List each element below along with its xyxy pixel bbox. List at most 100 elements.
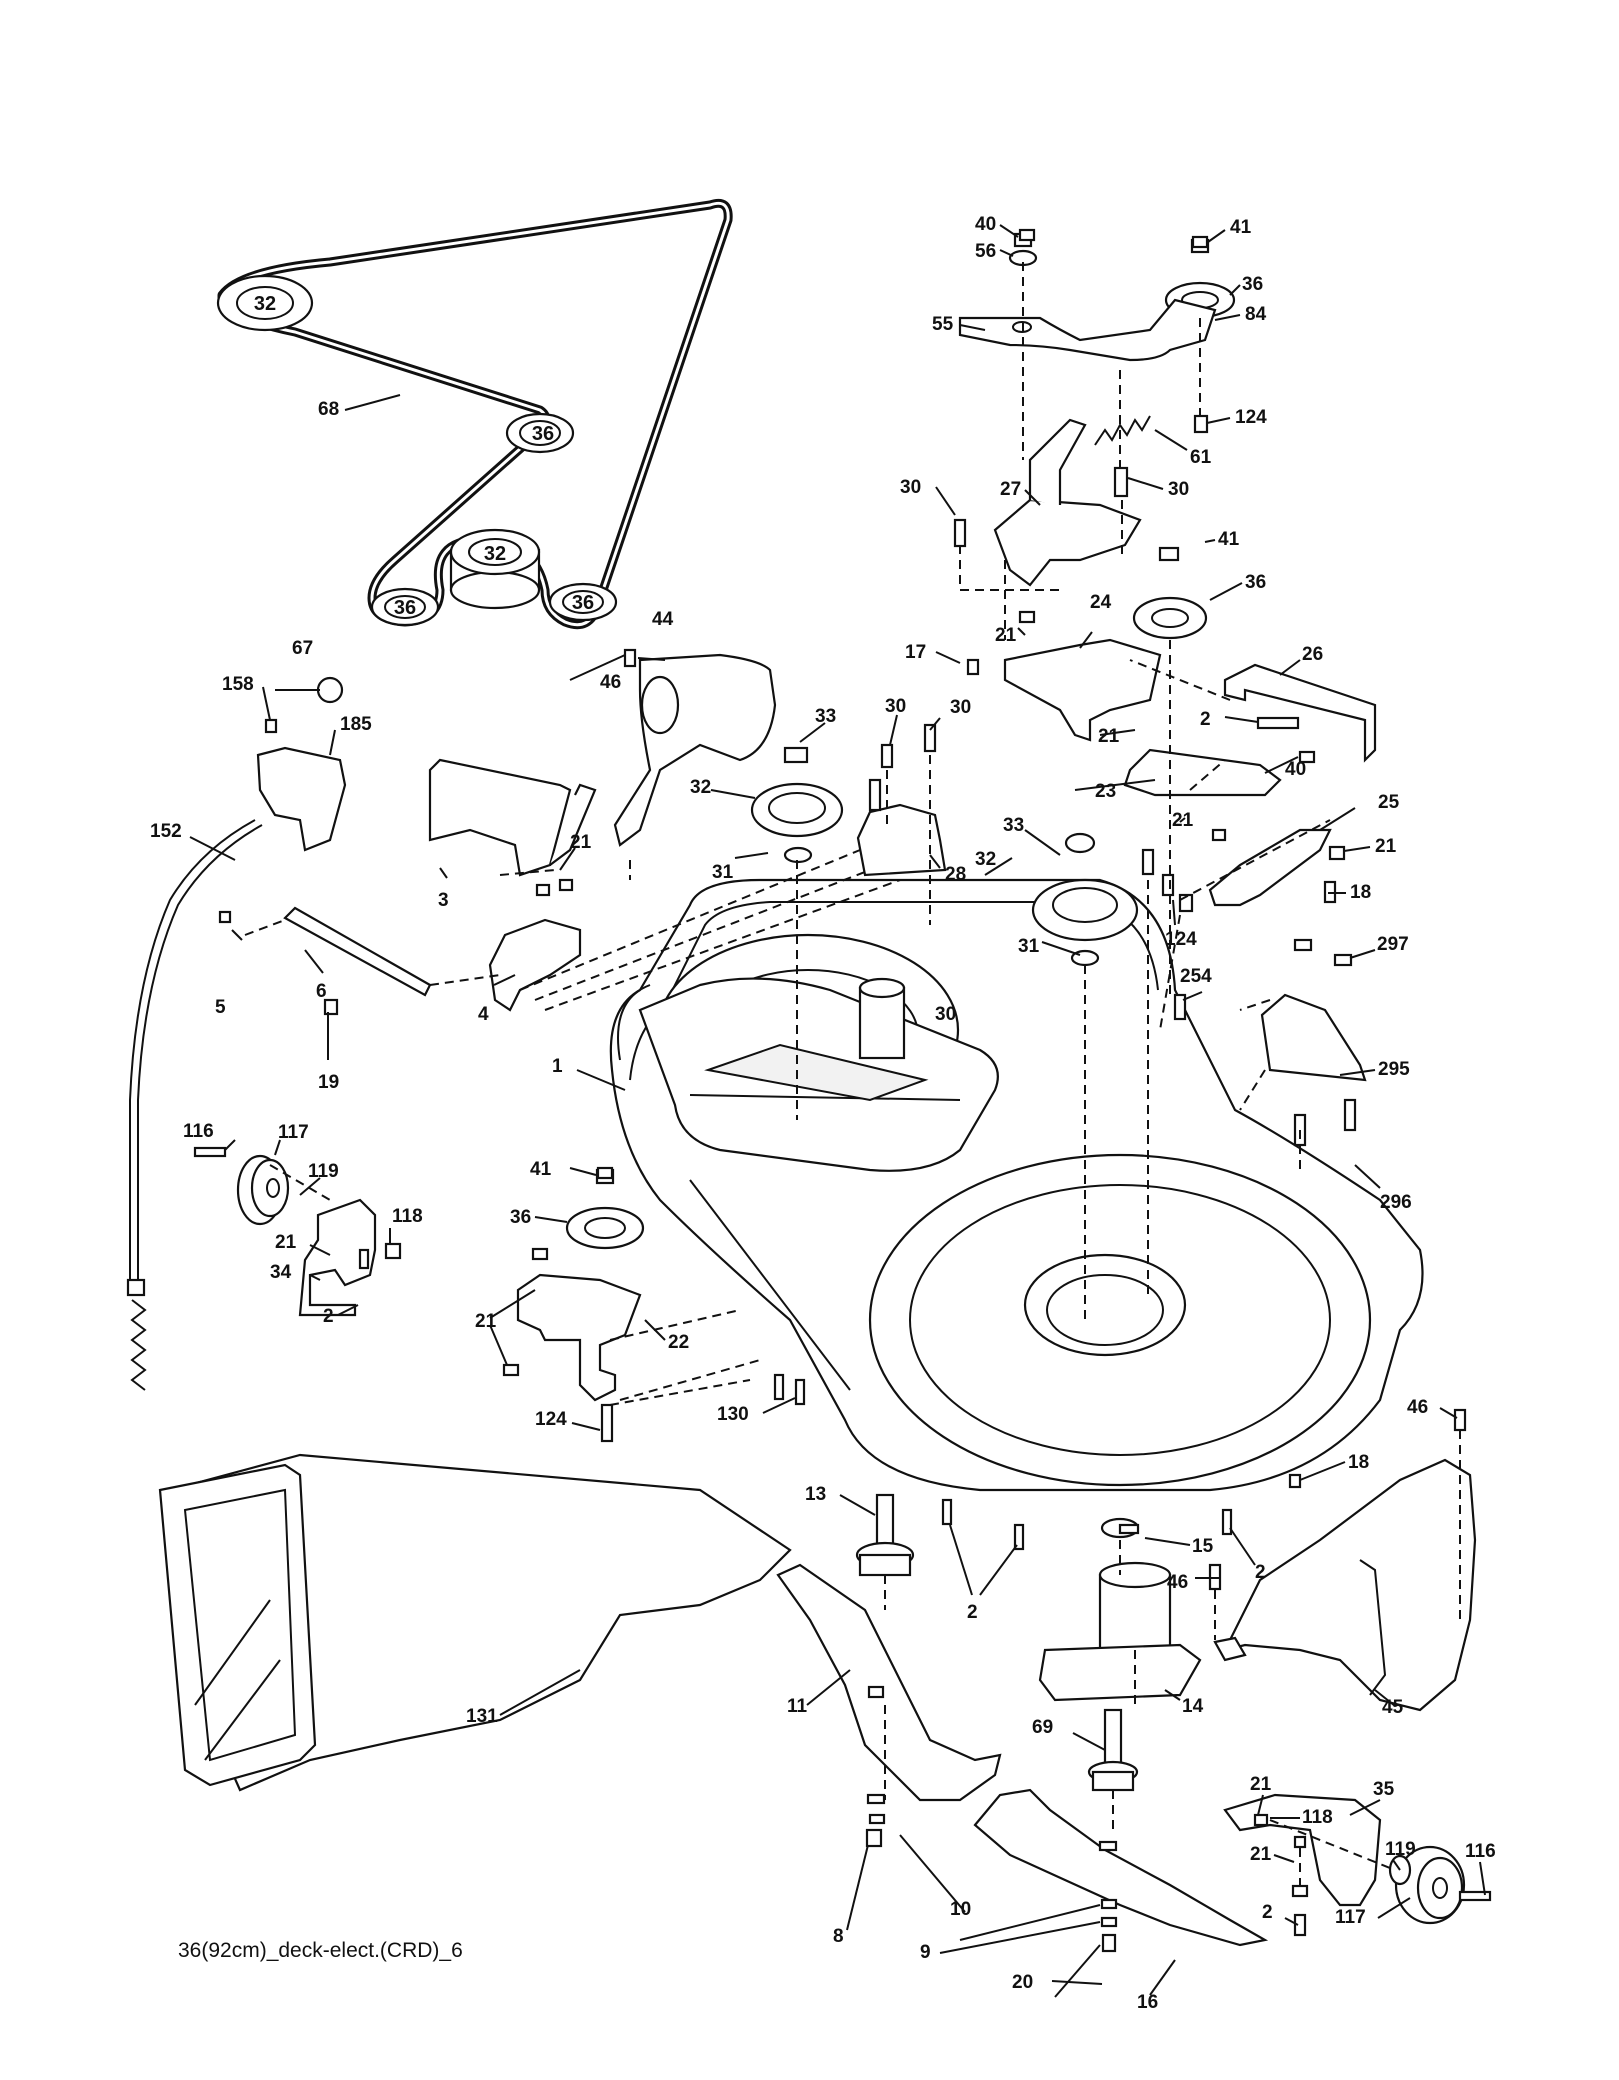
lift-switch-185	[256, 676, 347, 852]
hardware	[218, 228, 1467, 1953]
part-label: 119	[1385, 1839, 1416, 1860]
part-label: 6	[316, 981, 327, 1002]
bracket-24	[1003, 638, 1162, 742]
deflector-44	[613, 653, 777, 847]
bracket-25	[1208, 828, 1332, 907]
blade-16	[973, 1788, 1269, 1947]
part-label: 30	[935, 1004, 956, 1025]
part-label: 21	[570, 832, 592, 853]
part-label: 21	[1375, 836, 1397, 857]
part-label: 21	[1098, 726, 1120, 747]
part-label: 116	[1465, 1841, 1496, 1862]
spindle-pulley-32-right	[1031, 832, 1139, 967]
part-label: 1	[552, 1056, 563, 1077]
part-label: 22	[668, 1332, 689, 1353]
part-label: 55	[932, 314, 954, 335]
part-label: 32	[975, 849, 996, 870]
part-label: 36	[1245, 572, 1266, 593]
belt-pulley-32-top: 32	[216, 274, 314, 332]
part-label: 158	[222, 674, 254, 695]
part-label: 68	[318, 399, 339, 420]
part-label: 30	[1168, 479, 1189, 500]
part-label: 117	[278, 1122, 309, 1143]
pulley-label: 36	[394, 597, 416, 619]
part-label: 40	[1285, 759, 1306, 780]
pulley-label: 36	[572, 592, 594, 614]
blade-11	[776, 1563, 1002, 1802]
part-label: 46	[1407, 1397, 1428, 1418]
part-label: 14	[1182, 1696, 1204, 1717]
idler-pulley-36-mid	[1132, 546, 1208, 640]
part-label: 124	[1235, 407, 1267, 428]
part-label: 26	[1302, 644, 1323, 665]
idler-pulley-36-lower	[565, 1168, 645, 1250]
spindle-pulley-32-left	[750, 746, 844, 864]
part-label: 84	[1245, 304, 1267, 325]
leader-lines	[189, 224, 1486, 1998]
pulley-label: 32	[254, 293, 276, 315]
part-label: 40	[975, 214, 996, 235]
cable-152	[126, 819, 263, 1391]
part-label: 33	[815, 706, 836, 727]
part-label: 2	[1262, 1902, 1273, 1923]
part-label: 46	[1167, 1572, 1188, 1593]
part-label: 30	[885, 696, 906, 717]
assembly-lines	[244, 262, 1461, 1885]
part-label: 44	[652, 609, 674, 630]
part-label: 4	[478, 1004, 489, 1025]
part-label: 8	[833, 1926, 844, 1947]
bracket-26	[1223, 663, 1377, 763]
part-label: 41	[530, 1159, 552, 1180]
part-label: 11	[787, 1696, 808, 1717]
idler-arm-27	[993, 418, 1142, 587]
spindle-69	[1087, 1708, 1139, 1792]
part-label: 18	[1348, 1452, 1369, 1473]
belt-pulley-36-mid: 36	[505, 412, 575, 454]
spindle-13	[855, 1493, 915, 1577]
part-label: 41	[1218, 529, 1240, 550]
pulley-label: 36	[532, 423, 554, 445]
part-label: 118	[392, 1206, 423, 1227]
belt-pulley-32-center: 32	[449, 528, 541, 610]
part-label: 36	[1242, 274, 1263, 295]
part-label: 35	[1373, 1779, 1395, 1800]
mower-deck-housing	[609, 878, 1424, 1492]
part-label: 10	[950, 1899, 971, 1920]
part-label: 116	[183, 1121, 214, 1142]
part-label: 33	[1003, 815, 1024, 836]
part-label: 21	[1250, 1774, 1272, 1795]
bracket-28	[856, 778, 947, 877]
part-label: 25	[1378, 792, 1400, 813]
spring-61	[1094, 415, 1151, 446]
part-label: 118	[1302, 1807, 1333, 1828]
part-label: 131	[466, 1706, 498, 1727]
spindle-housing-14	[1038, 1517, 1202, 1702]
bracket-3	[428, 758, 597, 877]
part-label: 2	[967, 1602, 978, 1623]
part-label: 31	[712, 862, 734, 883]
belt-pulley-36-right: 36	[548, 582, 618, 622]
part-label: 28	[945, 864, 966, 885]
part-label: 69	[1032, 1717, 1053, 1738]
part-label: 2	[323, 1306, 334, 1327]
part-label: 15	[1192, 1536, 1214, 1557]
part-label: 21	[475, 1311, 497, 1332]
part-label: 130	[717, 1404, 749, 1425]
part-label: 3	[438, 890, 449, 911]
part-label: 16	[1137, 1992, 1158, 2013]
pulley-label: 32	[484, 543, 506, 565]
part-label: 18	[1350, 882, 1371, 903]
part-label: 185	[340, 714, 372, 735]
part-label: 152	[150, 821, 182, 842]
bracket-4	[488, 918, 582, 1012]
part-label: 21	[1250, 1844, 1272, 1865]
part-label: 124	[535, 1409, 567, 1430]
part-label: 5	[215, 997, 226, 1018]
part-label: 254	[1180, 966, 1212, 987]
part-label: 67	[292, 638, 313, 659]
bracket-22	[516, 1273, 642, 1402]
part-label: 24	[1090, 592, 1112, 613]
part-label: 2	[1255, 1562, 1266, 1583]
part-label: 30	[900, 477, 921, 498]
part-label: 124	[1165, 929, 1197, 950]
